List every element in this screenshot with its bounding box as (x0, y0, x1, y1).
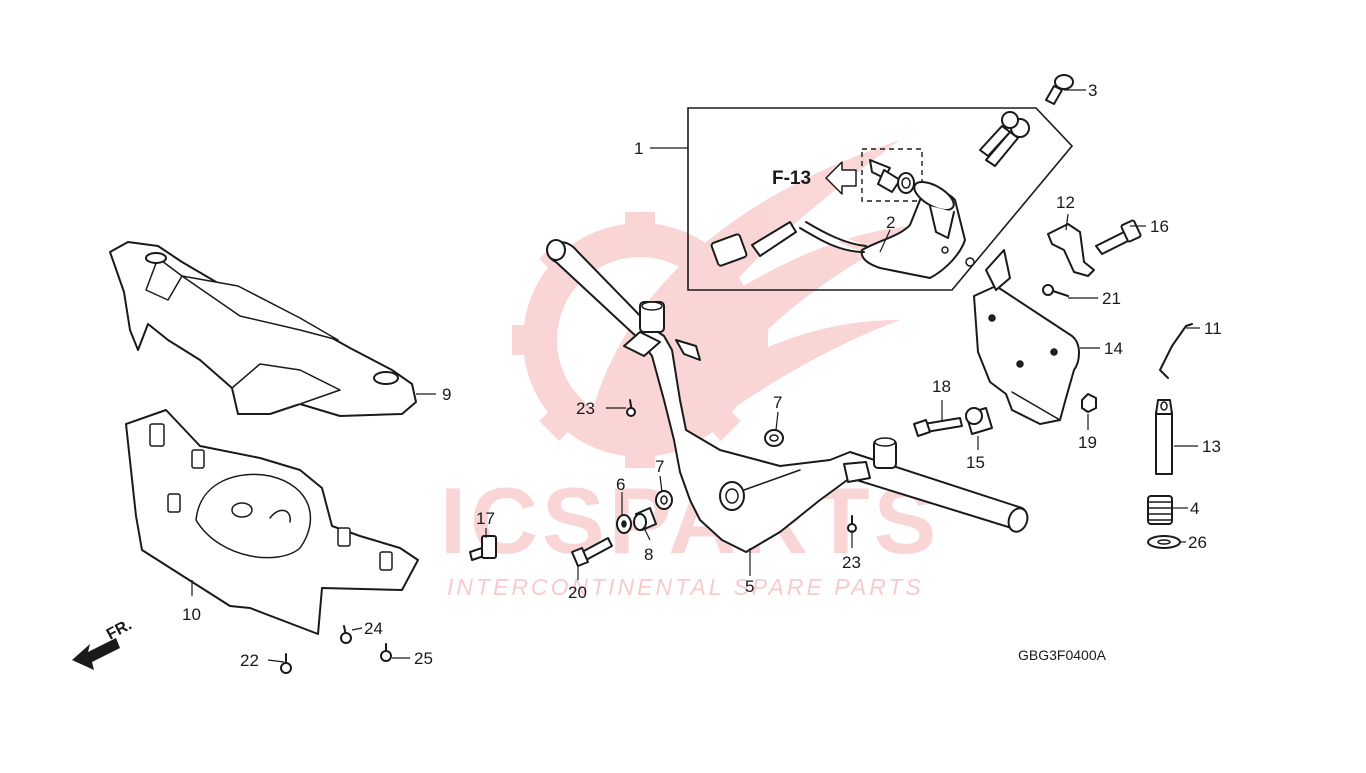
callout-16: 16 (1150, 217, 1169, 236)
leader-lines (191, 89, 1200, 663)
key-blank (1045, 74, 1074, 105)
callout-23b: 23 (842, 553, 861, 572)
watermark-tagline: INTERCONTINENTAL SPARE PARTS (447, 574, 924, 600)
callout-14: 14 (1104, 339, 1123, 358)
key-set-bracket (687, 107, 1074, 291)
callout-25: 25 (414, 649, 433, 668)
lock-cylinder (869, 159, 915, 194)
callout-4: 4 (1190, 499, 1199, 518)
handlebar (546, 239, 1029, 553)
callout-11: 11 (1204, 319, 1222, 338)
front-direction-arrow: FR. (72, 616, 135, 670)
spring-wire-11 (1159, 323, 1193, 379)
mount-plate-14 (973, 249, 1080, 425)
callout-22: 22 (240, 651, 259, 670)
callout-17: 17 (476, 509, 495, 528)
figure-code: GBG3F0400A (1018, 647, 1107, 663)
callout-13: 13 (1202, 437, 1221, 456)
collar-15 (965, 407, 993, 435)
screw-25 (380, 643, 392, 662)
callout-2: 2 (886, 213, 895, 232)
callout-20: 20 (568, 583, 587, 602)
callout-7a: 7 (773, 393, 782, 412)
washer-6 (616, 514, 632, 534)
callout-6: 6 (616, 475, 625, 494)
callout-7b: 7 (655, 457, 664, 476)
callout-24: 24 (364, 619, 383, 638)
callout-10: 10 (182, 605, 201, 624)
screw-22 (280, 653, 292, 674)
front-handle-cover (109, 241, 417, 417)
bolt-20 (571, 537, 613, 567)
callout-12: 12 (1056, 193, 1075, 212)
callout-23a: 23 (576, 399, 595, 418)
callout-19: 19 (1078, 433, 1097, 452)
washer-7-lower (655, 490, 673, 510)
arrow-left-icon (72, 638, 120, 670)
screw-23-left (626, 399, 636, 417)
callout-labels: 1 2 3 4 5 6 7 7 8 9 10 11 12 13 14 15 16… (182, 81, 1222, 670)
bolt-17 (469, 535, 497, 561)
washer-26 (1147, 535, 1181, 549)
callout-21: 21 (1102, 289, 1121, 308)
key-pair-icon (979, 111, 1030, 167)
callout-18: 18 (932, 377, 951, 396)
callout-8: 8 (644, 545, 653, 564)
collar-8 (633, 507, 657, 531)
screw-21 (1042, 284, 1069, 297)
callout-15: 15 (966, 453, 985, 472)
reference-arrow-icon (825, 161, 857, 195)
bolt-18 (913, 417, 963, 437)
reference-label: F-13 (772, 168, 811, 189)
washer-7-upper (764, 429, 784, 447)
callout-9: 9 (442, 385, 451, 404)
gear-icon (523, 223, 757, 457)
nut-19 (1081, 393, 1097, 413)
callout-26: 26 (1188, 533, 1207, 552)
pin-13 (1155, 399, 1173, 475)
reference-f13: F-13 (772, 161, 857, 195)
screw-24 (340, 625, 352, 644)
watermark-logo (512, 140, 920, 468)
direction-label: FR. (104, 616, 135, 643)
bolt-16 (1095, 219, 1142, 255)
coil-spring-4 (1147, 495, 1173, 525)
bracket-12 (1047, 223, 1095, 277)
rear-handle-cover (125, 409, 419, 635)
callout-5: 5 (745, 577, 754, 596)
ignition-switch (710, 181, 975, 279)
callout-3: 3 (1088, 81, 1097, 100)
wing-icon (590, 140, 920, 430)
callout-1: 1 (634, 139, 643, 158)
